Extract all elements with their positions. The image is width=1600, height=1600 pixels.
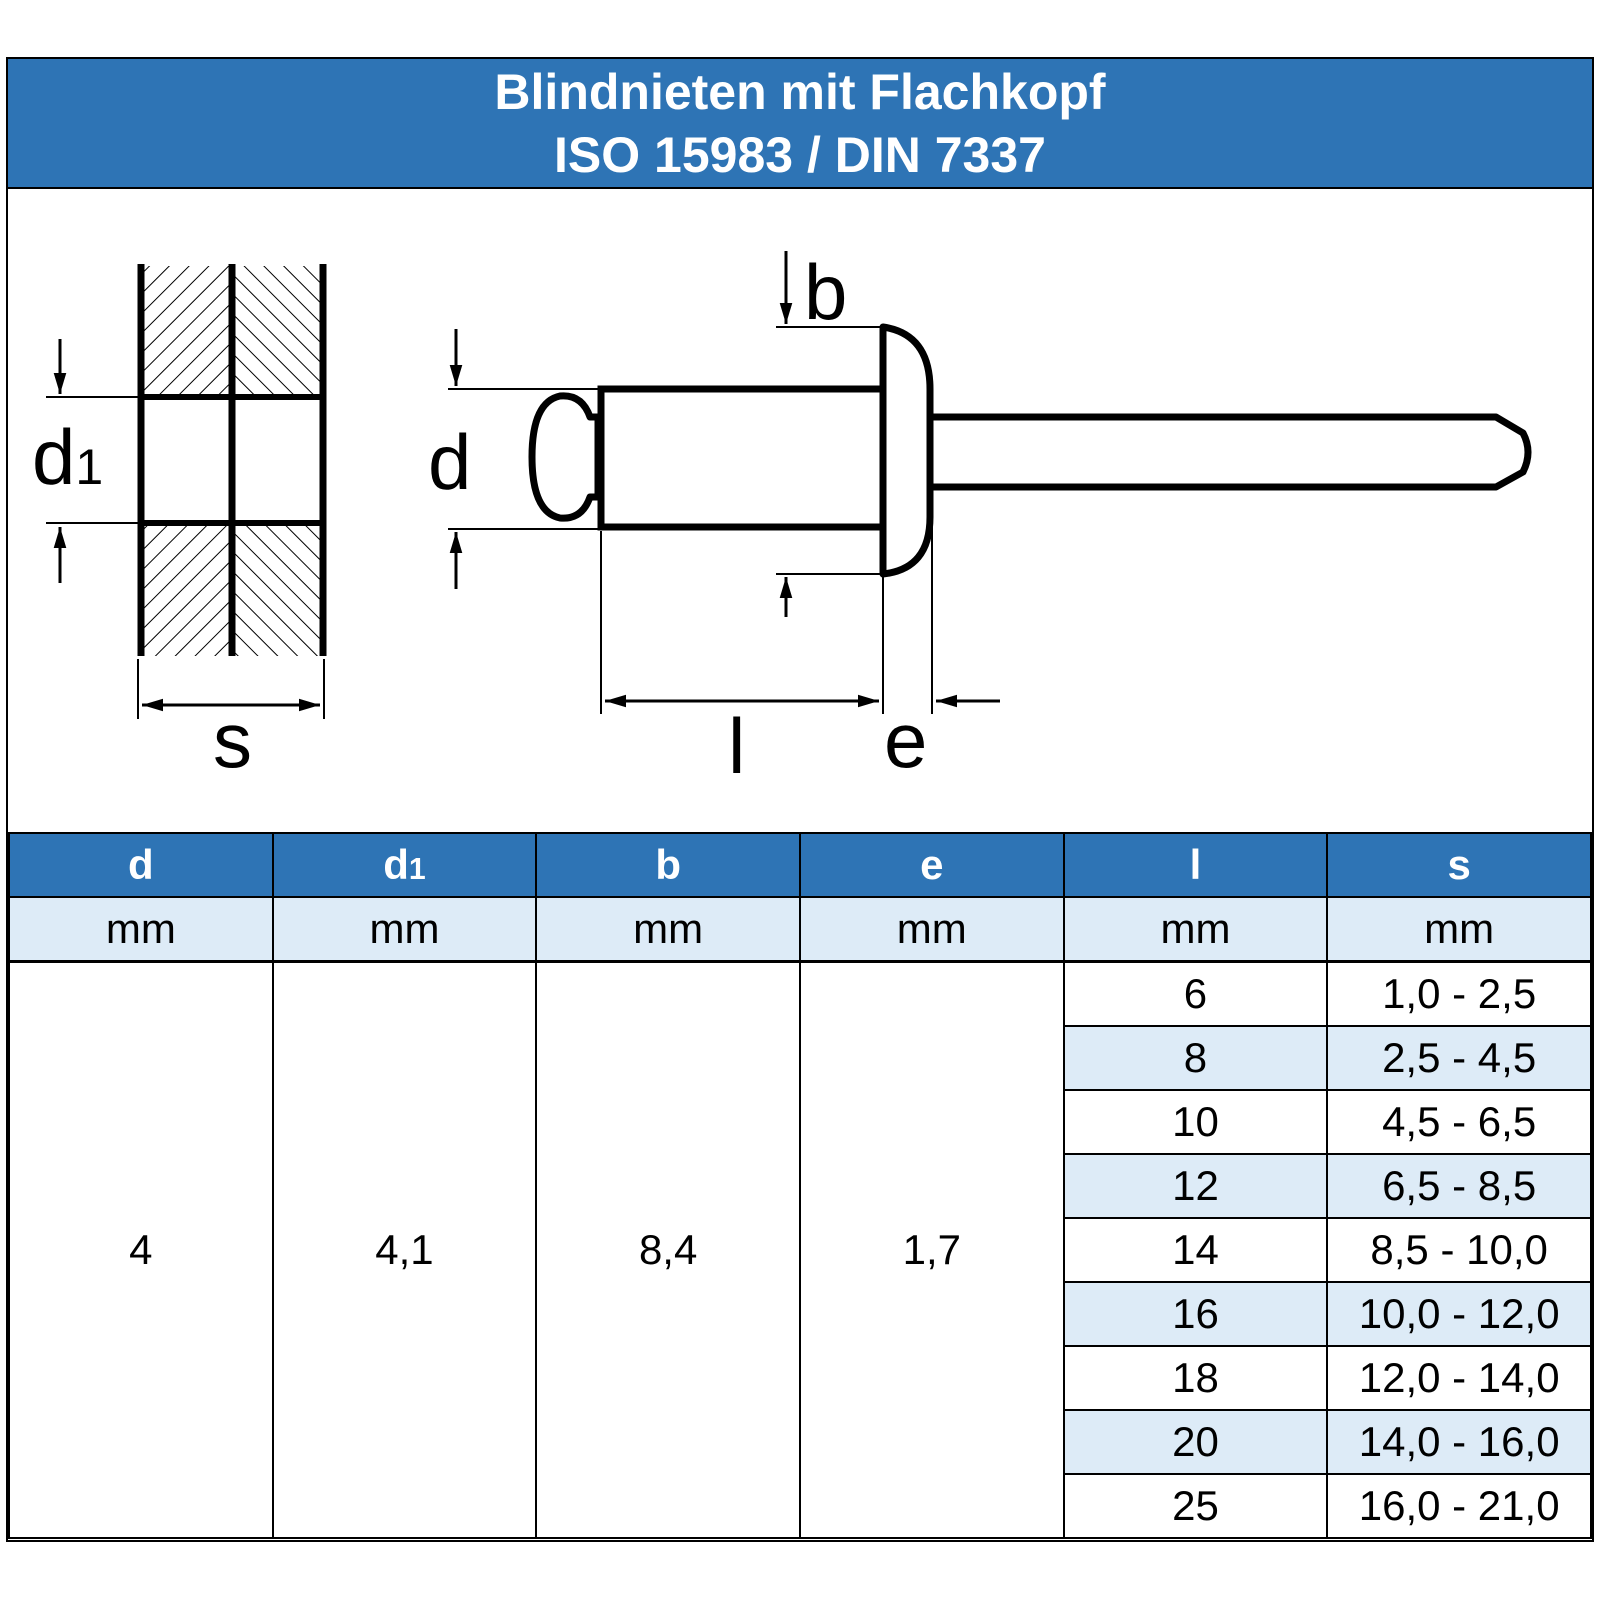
col-header-l: l [1062, 832, 1329, 898]
value-l: 8 [1062, 1025, 1329, 1091]
value-l: 14 [1062, 1217, 1329, 1283]
unit-b: mm [535, 896, 801, 963]
unit-d1: mm [271, 896, 538, 963]
value-s: 14,0 - 16,0 [1326, 1409, 1592, 1475]
table-units-row: mm mm mm mm mm mm [8, 896, 1592, 963]
spec-table: d d1 b e l s mm mm mm mm mm mm 4 4,1 8,4… [8, 832, 1592, 1539]
value-l: 6 [1062, 960, 1329, 1027]
mandrel [931, 413, 1532, 491]
table-row: 18 12,0 - 14,0 [9, 1345, 1592, 1411]
label-b: b [804, 248, 847, 336]
plate-hatch-bottom-right [232, 523, 324, 656]
table-row: 16 10,0 - 12,0 [9, 1281, 1592, 1347]
value-l: 25 [1062, 1473, 1329, 1539]
value-d1: 4,1 [271, 960, 538, 1539]
value-s: 16,0 - 21,0 [1326, 1473, 1592, 1539]
technical-drawing: d1 s d [8, 189, 1592, 832]
value-s: 4,5 - 6,5 [1326, 1089, 1592, 1155]
title-line-1: Blindnieten mit Flachkopf [494, 64, 1106, 120]
rivet-head [879, 323, 934, 578]
title-bar: Blindnieten mit Flachkopf ISO 15983 / DI… [8, 59, 1592, 189]
table-row: 12 6,5 - 8,5 [9, 1153, 1592, 1219]
table-row: 14 8,5 - 10,0 [9, 1217, 1592, 1283]
value-s: 6,5 - 8,5 [1326, 1153, 1592, 1219]
value-s: 2,5 - 4,5 [1326, 1025, 1592, 1091]
value-e: 1,7 [798, 960, 1065, 1539]
value-b: 8,4 [535, 960, 801, 1539]
value-l: 12 [1062, 1153, 1329, 1219]
rivet-sleeve [597, 385, 887, 531]
col-header-s: s [1326, 832, 1592, 898]
label-d1: d1 [32, 413, 103, 501]
col-header-d1: d1 [271, 832, 538, 898]
unit-d: mm [8, 896, 274, 963]
value-d: 4 [8, 960, 274, 1539]
unit-l: mm [1062, 896, 1329, 963]
value-s: 1,0 - 2,5 [1326, 960, 1592, 1027]
title-line-2: ISO 15983 / DIN 7337 [554, 127, 1046, 183]
value-s: 10,0 - 12,0 [1326, 1281, 1592, 1347]
value-l: 18 [1062, 1345, 1329, 1411]
table-row: 4 4,1 8,4 1,7 6 1,0 - 2,5 [8, 960, 1592, 1539]
table-header-row: d d1 b e l s [8, 832, 1592, 898]
label-l: l [728, 702, 745, 790]
value-l: 16 [1062, 1281, 1329, 1347]
value-s: 12,0 - 14,0 [1326, 1345, 1592, 1411]
plate-section: d1 s [32, 264, 327, 784]
spec-sheet: Blindnieten mit Flachkopf ISO 15983 / DI… [6, 57, 1594, 1542]
plate-hatch-bottom-left [141, 523, 232, 656]
col-header-d: d [8, 832, 274, 898]
label-d: d [428, 418, 471, 506]
unit-s: mm [1326, 896, 1592, 963]
table-row: 25 16,0 - 21,0 [9, 1473, 1592, 1539]
table-row: 20 14,0 - 16,0 [9, 1409, 1592, 1475]
table-row: 10 4,5 - 6,5 [9, 1089, 1592, 1155]
rivet-drawing: d b l e [428, 248, 1532, 790]
table-row: 8 2,5 - 4,5 [9, 1025, 1592, 1091]
value-l: 10 [1062, 1089, 1329, 1155]
value-s: 8,5 - 10,0 [1326, 1217, 1592, 1283]
col-header-b: b [535, 832, 801, 898]
label-s: s [213, 696, 252, 784]
plate-hatch-top-left [141, 266, 232, 397]
unit-e: mm [798, 896, 1065, 963]
plate-hatch-top-right [232, 266, 324, 397]
value-l: 20 [1062, 1409, 1329, 1475]
label-e: e [884, 696, 927, 784]
col-header-e: e [798, 832, 1065, 898]
mandrel-tip [528, 392, 602, 522]
